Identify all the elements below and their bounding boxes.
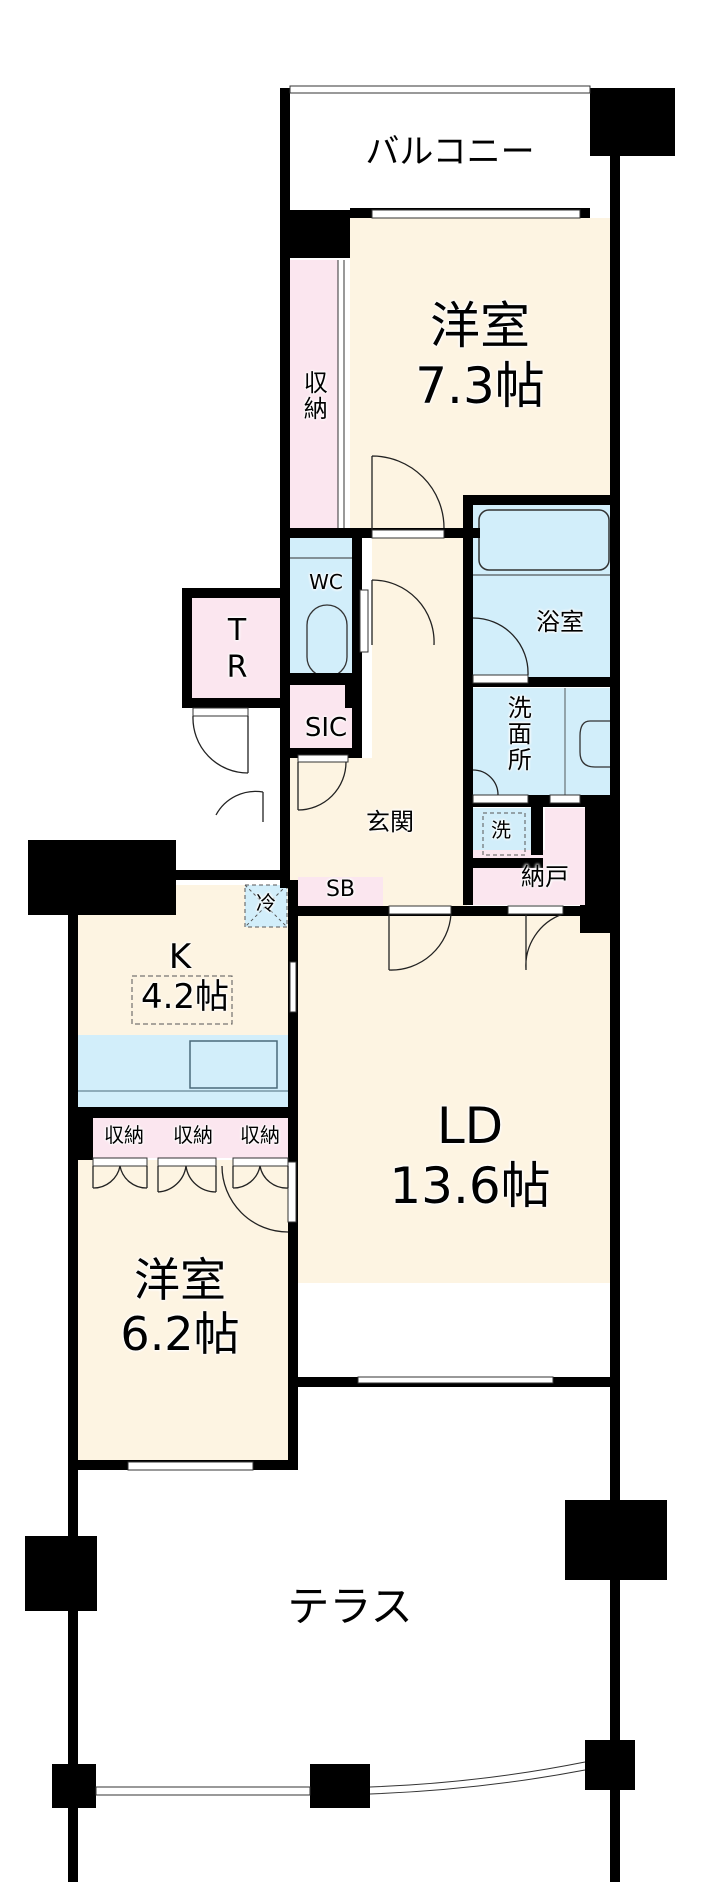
kitchen-counter xyxy=(78,1035,288,1107)
room-washroom xyxy=(468,688,620,795)
label-terrace: テラス xyxy=(287,1582,413,1631)
label-western-room-1-size: 7.3帖 xyxy=(415,357,545,415)
room-storage-small xyxy=(545,808,585,850)
sink xyxy=(189,1040,278,1089)
label-closet-row-1: 収納 xyxy=(104,1123,144,1147)
label-shoe-box: SB xyxy=(325,877,356,902)
room-shoebox xyxy=(298,877,383,906)
label-wc: WC xyxy=(309,570,343,594)
label-tr-top: T xyxy=(227,613,247,648)
label-western-room-2-size: 6.2帖 xyxy=(120,1307,240,1361)
label-washer: 洗 xyxy=(491,818,511,842)
room-western-2 xyxy=(78,1160,288,1465)
label-kitchen-name: K xyxy=(168,937,192,977)
room-western-1 xyxy=(350,218,620,538)
label-ld-name: LD xyxy=(436,1097,504,1155)
label-washroom: 洗面所 xyxy=(503,695,532,773)
room-bathroom xyxy=(473,505,620,677)
room-tr xyxy=(192,598,282,698)
label-sic: SIC xyxy=(304,713,348,743)
label-tr-bottom: R xyxy=(226,650,248,685)
room-closets-row xyxy=(93,1118,288,1158)
windows xyxy=(92,85,591,1796)
label-closet-1: 収納 xyxy=(299,370,328,422)
label-entrance: 玄関 xyxy=(366,808,414,836)
label-balcony: バルコニー xyxy=(365,132,535,172)
bathtub xyxy=(478,509,610,571)
label-bathroom: 浴室 xyxy=(536,608,584,636)
label-ld-size: 13.6帖 xyxy=(389,1157,551,1215)
label-kitchen-size: 4.2帖 xyxy=(140,977,230,1017)
wash-basin xyxy=(579,720,616,768)
room-ld xyxy=(298,915,620,1283)
room-closet-1 xyxy=(290,260,338,532)
label-fridge: 冷 xyxy=(256,891,276,915)
door-swings xyxy=(92,455,564,1233)
label-closet-row-3: 収納 xyxy=(240,1123,280,1147)
label-western-room-1-name: 洋室 xyxy=(430,297,530,355)
label-storeroom: 納戸 xyxy=(521,863,569,891)
label-western-room-2-name: 洋室 xyxy=(134,1253,226,1307)
toilet xyxy=(306,604,348,678)
label-closet-row-2: 収納 xyxy=(173,1123,213,1147)
